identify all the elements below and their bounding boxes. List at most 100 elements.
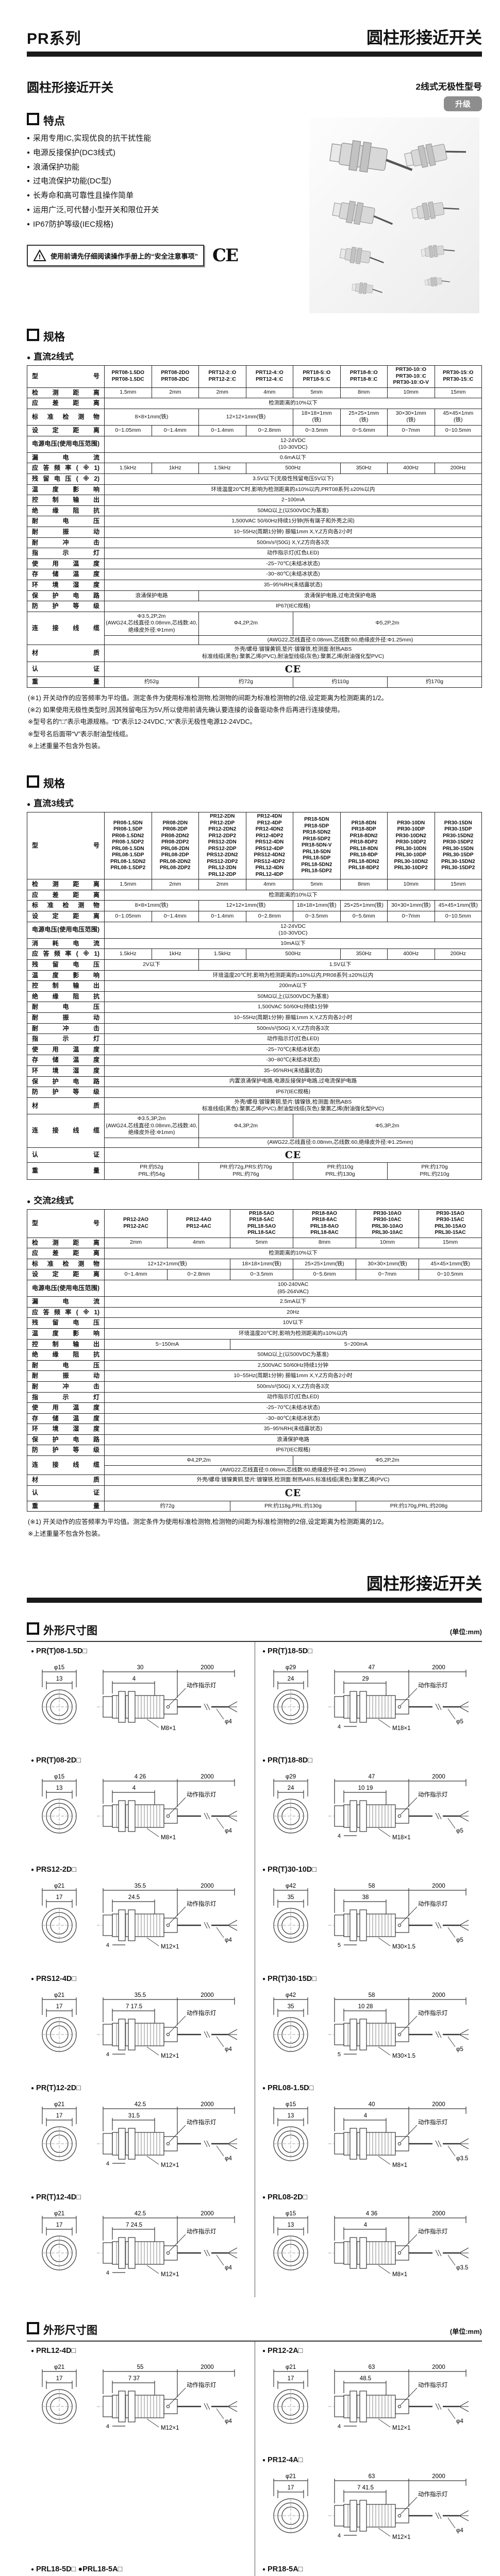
svg-text:17: 17 — [288, 2485, 294, 2491]
svg-text:4: 4 — [338, 1833, 341, 1839]
row-label-cell: 连接线缆 — [27, 1455, 105, 1476]
dc2-notes: (※1) 开关动作的应答频率为平均值。测定条件为使用标准检测物,检测物的间距为标… — [28, 693, 482, 752]
intro-right: 2线式无极性型号 升级 — [309, 57, 482, 313]
row-label-cell: 标准检测物 — [27, 1258, 105, 1270]
table-cell: 10~55Hz(周期1分钟) 振幅1mm X,Y,Z方向各2小时 — [104, 527, 482, 538]
row-label-cell: 保护电路 — [27, 1434, 105, 1446]
dimension-cell — [27, 2450, 255, 2560]
dimension-model-label: PR(T)18-5D□ — [262, 1647, 484, 1655]
product-photo-art — [329, 140, 466, 294]
table-cell: IP67(IEC规格) — [104, 1087, 482, 1098]
table-cell: IP67(IEC规格) — [104, 1445, 482, 1456]
svg-text:φ21: φ21 — [54, 2102, 64, 2108]
svg-text:φ4: φ4 — [225, 2418, 232, 2425]
dc2-label: 直流2线式 — [27, 349, 482, 362]
table-row: 保护电路内置浪涌保护电路,电源反接保护电路,过电流保护电路 — [27, 1076, 482, 1088]
table-cell: 0~1.4mm — [151, 425, 199, 436]
table-cell: 1.5kHz — [104, 463, 152, 474]
table-cell: Φ3.5,2P,2m(AWG24,芯线直径:0.08mm,芯线数:40,绝缘皮外… — [104, 611, 199, 636]
row-label-cell: 电源电压(使用电压范围) — [27, 435, 105, 453]
svg-text:φ4: φ4 — [225, 2265, 232, 2271]
table-cell: 45×45×1mm(铁) — [434, 900, 482, 911]
table-cell: CE — [104, 1147, 482, 1163]
table-row: 存储温度-30~80℃(未结冰状态) — [27, 1055, 482, 1066]
row-label-cell: 连接线缆 — [27, 1113, 105, 1148]
svg-text:φ4: φ4 — [225, 2046, 232, 2053]
product-photo — [309, 117, 479, 313]
page2-header-rule — [27, 1597, 482, 1603]
svg-text:M18×1: M18×1 — [392, 1835, 410, 1841]
table-cell — [104, 635, 199, 646]
svg-text:φ21: φ21 — [286, 2473, 296, 2480]
table-cell: 200Hz — [434, 463, 482, 474]
note-line: (※1) 开关动作的应答频率为平均值。测定条件为使用标准检测物,检测物的间距为标… — [28, 1518, 388, 1526]
row-label-cell: 温度影响 — [27, 484, 105, 496]
table-cell: 1,500VAC 50/60Hz持续1分钟(所有端子和外壳之间) — [104, 516, 482, 527]
dimension-model-label: PR12-4A□ — [262, 2456, 484, 2464]
svg-text:17: 17 — [56, 2004, 63, 2010]
table-cell: 25×25×1mm(铁) — [340, 900, 388, 911]
table-cell: 0.6mA以下 — [104, 452, 482, 464]
table-cell: 约52g — [104, 676, 199, 688]
table-cell: 2.5mA以下 — [104, 1296, 482, 1308]
ce-mark: CE — [212, 245, 239, 266]
svg-text:动作指示灯: 动作指示灯 — [418, 1900, 448, 1907]
table-cell: Φ5,2P,2m — [293, 611, 482, 636]
table-cell: 0~10.5mm — [434, 910, 482, 922]
svg-text:2000: 2000 — [201, 1992, 214, 1998]
svg-text:4: 4 — [106, 2424, 109, 2430]
svg-text:2000: 2000 — [432, 1992, 445, 1998]
svg-text:58: 58 — [369, 1883, 375, 1889]
table-cell: 外壳/螺母:镀镍黄铜,垫片:镀镍铁,检测面:耐热ABS,标准线缆(黑色):聚氯乙… — [104, 1475, 482, 1486]
svg-text:13: 13 — [56, 1785, 63, 1791]
feature-item: 过电流保护功能(DC型) — [27, 174, 300, 189]
table-cell: -30~80℃(未结冰状态) — [104, 569, 482, 580]
svg-text:动作指示灯: 动作指示灯 — [418, 1682, 448, 1689]
row-label-cell: 电源电压(使用电压范围) — [27, 1279, 105, 1297]
note-line: (※1) 开关动作的应答频率为平均值。测定条件为使用标准检测物,检测物的间距为标… — [28, 694, 388, 702]
svg-text:48.5: 48.5 — [360, 2376, 371, 2382]
table-row: 使用温度-25~70℃(未结冰状态) — [27, 1044, 482, 1056]
dimension-cell: PR(T)18-5D□ φ29 24 47 2000 294 M18×1 φ5 … — [255, 1642, 486, 1751]
svg-text:φ4: φ4 — [225, 1719, 232, 1725]
table-cell: 检测距离的10%以下 — [104, 398, 482, 409]
row-label-cell: 应答频率(※1) — [27, 463, 105, 474]
svg-text:2000: 2000 — [432, 2102, 445, 2108]
svg-text:13: 13 — [56, 1676, 63, 1682]
table-cell: (AWG22,芯线直径:0.08mm,芯线数:60,绝缘皮外径:Φ1.25mm) — [104, 1465, 482, 1476]
svg-text:2000: 2000 — [432, 2364, 445, 2370]
svg-text:2000: 2000 — [201, 2102, 214, 2108]
table-cell: 3.5V以下(无极性残留电压5V以下) — [104, 473, 482, 485]
table-cell: 0~2.8mm — [245, 910, 293, 922]
row-label-cell: 耐振动 — [27, 1370, 105, 1382]
table-cell: 1.5V以下 — [198, 959, 482, 971]
table-cell: 环境温度20℃时,影响为检测距离的±10%以内 — [104, 1328, 482, 1340]
table-row: 温度影响环境温度20℃时,影响为检测距离的±10%以内,PRT08系列:±20%… — [27, 484, 482, 496]
warning-box: ! 使用前请先仔细阅读操作手册上的“安全注意事项” — [27, 245, 205, 267]
svg-text:35.5: 35.5 — [135, 1992, 146, 1998]
table-cell: 1kHz — [151, 463, 199, 474]
table-cell: 12×12×1mm(铁) — [198, 408, 293, 426]
row-label-cell: 环境湿度 — [27, 1065, 105, 1077]
